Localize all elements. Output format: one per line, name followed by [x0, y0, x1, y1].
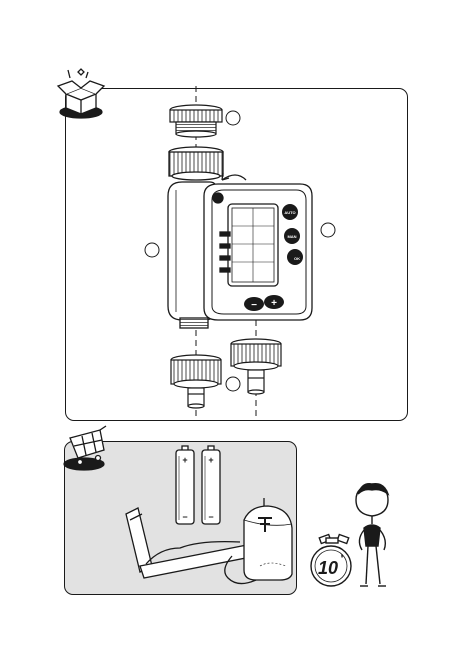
- timer-button-ok[interactable]: OK: [287, 249, 303, 265]
- timer-button-man[interactable]: MAN: [284, 228, 300, 244]
- battery-2-minus: −: [208, 512, 213, 522]
- person-icon: [356, 484, 388, 586]
- part-badge-face: [321, 223, 335, 237]
- timer-label-man: MAN: [287, 234, 296, 239]
- battery-2: + −: [202, 446, 220, 524]
- timer-button-auto[interactable]: AUTO: [282, 204, 298, 220]
- shopping-cart-icon: [64, 426, 106, 470]
- stopwatch-value: 10: [318, 558, 338, 578]
- battery-1: + −: [176, 446, 194, 524]
- timer-button-plus[interactable]: +: [264, 295, 284, 309]
- threaded-adapter: [170, 105, 222, 137]
- part-badge-connectors: [226, 377, 240, 391]
- timer-label-minus: −: [251, 300, 257, 311]
- battery-2-plus: +: [208, 455, 213, 465]
- part-badge-adapter: [226, 111, 240, 125]
- timer-button-minus[interactable]: −: [244, 297, 264, 311]
- timer-label-plus: +: [271, 298, 277, 309]
- timer-back: [244, 498, 292, 580]
- timer-label-ok: OK: [294, 256, 300, 261]
- part-badge-timer: [145, 243, 159, 257]
- battery-1-plus: +: [182, 455, 187, 465]
- battery-1-minus: −: [182, 512, 187, 522]
- timer-label-auto: AUTO: [284, 210, 295, 215]
- stopwatch-unit: ': [341, 552, 344, 566]
- hose-connector-left: [171, 355, 221, 408]
- open-box-icon: [58, 69, 104, 118]
